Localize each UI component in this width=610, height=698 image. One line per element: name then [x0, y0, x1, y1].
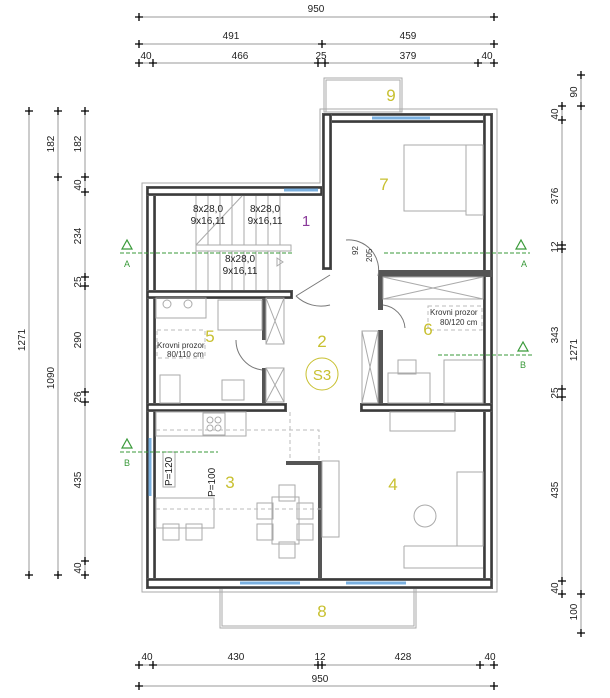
dim-top-40b: 40 — [481, 51, 493, 62]
stair-flight-b-risers: 9x16,11 — [248, 216, 283, 227]
shower — [217, 299, 263, 331]
parapet-100: P=100 — [207, 467, 218, 497]
stair-flight-c-treads: 8x28,0 — [225, 254, 255, 265]
dim-bottom-12: 12 — [314, 652, 326, 663]
toilet — [159, 374, 181, 404]
room-label-3: 3 — [225, 473, 234, 492]
skylight-room-6-size: 80/120 cm — [440, 318, 478, 327]
kitchen-counter — [155, 411, 247, 437]
section-a-right-label: A — [521, 259, 527, 269]
dim-left-1090: 1090 — [46, 366, 57, 389]
dim-right-12: 12 — [550, 241, 561, 253]
room-label-7: 7 — [379, 175, 388, 194]
top-dimensions: 950 491 459 40 466 25 379 40 — [135, 4, 498, 67]
sink-counter — [155, 297, 207, 319]
parapet-120: P=120 — [164, 456, 175, 486]
stair-flight-b-treads: 8x28,0 — [250, 204, 280, 215]
cooktop — [202, 412, 226, 436]
door-height: 205 — [365, 248, 374, 262]
dim-right-40b: 40 — [550, 582, 561, 594]
dim-left-435: 435 — [73, 471, 84, 488]
dim-right-25: 25 — [550, 387, 561, 399]
walls — [141, 108, 498, 593]
section-a-left-label: A — [124, 259, 130, 269]
dim-left-234: 234 — [73, 227, 84, 244]
skylight-room-6: Krovni prozor 80/120 cm — [427, 305, 483, 331]
dim-top-379: 379 — [400, 51, 417, 62]
coffee-table — [413, 504, 437, 528]
stair-flight-a-risers: 9x16,11 — [191, 216, 226, 227]
dim-bottom-430: 430 — [228, 652, 245, 663]
room-labels: 1 2 3 4 5 6 7 8 9 S3 — [205, 86, 432, 621]
dim-top-466: 466 — [232, 51, 249, 62]
skylight-room-5: Krovni prozor 80/110 cm — [156, 329, 206, 359]
dining-table — [271, 496, 300, 545]
stair-flight-a-treads: 8x28,0 — [193, 204, 223, 215]
dim-top-491: 491 — [223, 31, 240, 42]
dim-right-40a: 40 — [550, 108, 561, 120]
dim-total-bottom: 950 — [312, 674, 329, 685]
dim-total-top: 950 — [308, 4, 325, 15]
bed-room-6 — [443, 359, 484, 404]
section-markers: A A B B — [120, 238, 532, 468]
room-label-9: 9 — [386, 86, 395, 105]
dim-left-1271: 1271 — [17, 328, 28, 351]
section-b-left-label: B — [124, 458, 130, 468]
tv-unit — [321, 460, 340, 538]
dim-left-290: 290 — [73, 331, 84, 348]
dim-bottom-40b: 40 — [484, 652, 496, 663]
room-label-2: 2 — [317, 332, 326, 351]
dim-left-25: 25 — [73, 276, 84, 288]
dim-bottom-40a: 40 — [141, 652, 153, 663]
dim-left-26: 26 — [73, 391, 84, 403]
dim-right-435: 435 — [550, 481, 561, 498]
skylight-room-6-label: Krovni prozor — [430, 308, 478, 317]
balcony-9 — [323, 77, 403, 113]
doors: 92 205 — [235, 239, 406, 371]
dim-left-182b: 182 — [73, 135, 84, 152]
bed — [403, 144, 467, 212]
section-b-left-icon — [120, 437, 134, 449]
dim-left-182a: 182 — [46, 135, 57, 152]
windows — [148, 116, 430, 585]
dim-bottom-428: 428 — [395, 652, 412, 663]
staircase: 8x28,0 9x16,11 8x28,0 9x16,11 8x28,0 9x1… — [191, 195, 292, 290]
bottom-dimensions: 40 430 12 428 40 950 — [135, 652, 498, 690]
dim-right-1271: 1271 — [569, 338, 580, 361]
sofa — [403, 471, 484, 569]
furniture — [155, 144, 484, 569]
dim-top-40a: 40 — [140, 51, 152, 62]
section-a-left-icon — [120, 238, 134, 250]
stair-code-circle — [305, 357, 339, 391]
right-dimensions: 40 376 12 343 25 435 40 90 1271 100 — [550, 71, 585, 637]
dim-top-459: 459 — [400, 31, 417, 42]
dim-top-25: 25 — [315, 51, 327, 62]
left-dimensions: 1271 182 1090 182 40 234 25 290 26 435 4… — [17, 107, 89, 579]
dim-left-40a: 40 — [73, 179, 84, 191]
room-label-6: 6 — [423, 320, 432, 339]
dim-right-343: 343 — [550, 326, 561, 343]
room-label-1: 1 — [302, 213, 310, 230]
room-label-5: 5 — [205, 327, 214, 346]
dim-right-100: 100 — [569, 603, 580, 620]
dim-right-376: 376 — [550, 187, 561, 204]
washbasin — [221, 379, 245, 401]
desk — [387, 372, 431, 404]
skylight-room-5-size: 80/110 cm — [167, 350, 204, 359]
room-label-8: 8 — [317, 602, 326, 621]
kitchen-island — [155, 497, 215, 529]
stair-flight-c-risers: 9x16,11 — [223, 266, 258, 277]
wardrobes — [265, 276, 484, 404]
dim-right-90: 90 — [569, 86, 580, 98]
chair — [397, 359, 417, 375]
dim-left-40b: 40 — [73, 562, 84, 574]
room-label-4: 4 — [388, 475, 397, 494]
section-b-right-icon — [516, 340, 530, 352]
section-a-right-icon — [514, 238, 528, 250]
stair-code-label: S3 — [313, 367, 331, 384]
skylight-room-5-label: Krovni prozor — [157, 341, 205, 350]
section-b-right-label: B — [520, 360, 526, 370]
door-width: 92 — [351, 246, 360, 255]
